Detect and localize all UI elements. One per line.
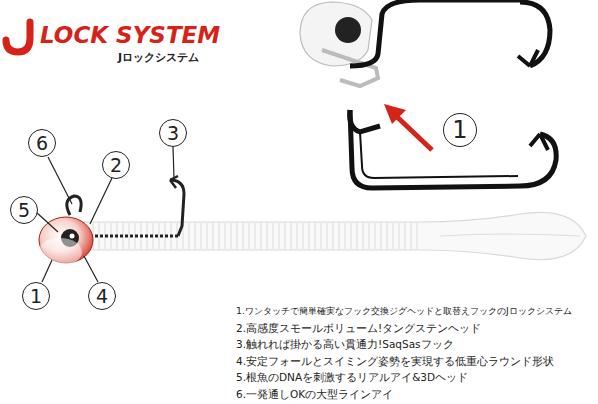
feature-item: 1.ワンタッチで簡単確実なフック交換ジグヘッドと取替えフックのJロックシステム: [236, 305, 572, 318]
jig-head-detail: [300, 0, 550, 86]
callout-number: 1: [30, 287, 42, 306]
callout-number: 5: [18, 201, 30, 220]
callout-circle: 1: [443, 113, 477, 147]
feature-item: 6.一発通しOKの大型ラインアイ: [236, 388, 393, 402]
feature-item: 5.根魚のDNAを刺激するリアルアイ&3Dヘッド: [236, 371, 468, 385]
hook: [80, 176, 184, 236]
callout-number: 1: [452, 118, 467, 142]
feature-item: 4.安定フォールとスイミング姿勢を実現する低重心ラウンド形状: [236, 355, 554, 369]
feature-item: 3.触れれば掛かる高い貫通力!SaqSasフック: [236, 338, 454, 352]
callout-circle: 2: [102, 151, 130, 179]
callout-number: 6: [36, 134, 48, 153]
callout-circle: 6: [28, 129, 56, 157]
callout-circle: 3: [159, 119, 187, 147]
callout-circle: 1: [22, 282, 50, 310]
callout-circle: 5: [10, 196, 38, 224]
logo-subtitle: Jロックシステム: [118, 50, 199, 65]
callout-number: 2: [110, 156, 122, 175]
callout-number: 4: [96, 287, 108, 306]
callout-number: 3: [167, 124, 179, 143]
callout-circle: 4: [88, 282, 116, 310]
leader-lines: [36, 147, 174, 282]
jig-head: [38, 196, 93, 266]
logo-text: LOCK SYSTEM: [40, 22, 220, 48]
red-arrow: [384, 104, 432, 150]
worm: [84, 212, 586, 259]
jlock-hook: [350, 110, 556, 188]
feature-item: 2.高感度スモールボリューム!タングステンヘッド: [236, 322, 481, 336]
logo-hook: [6, 22, 30, 52]
